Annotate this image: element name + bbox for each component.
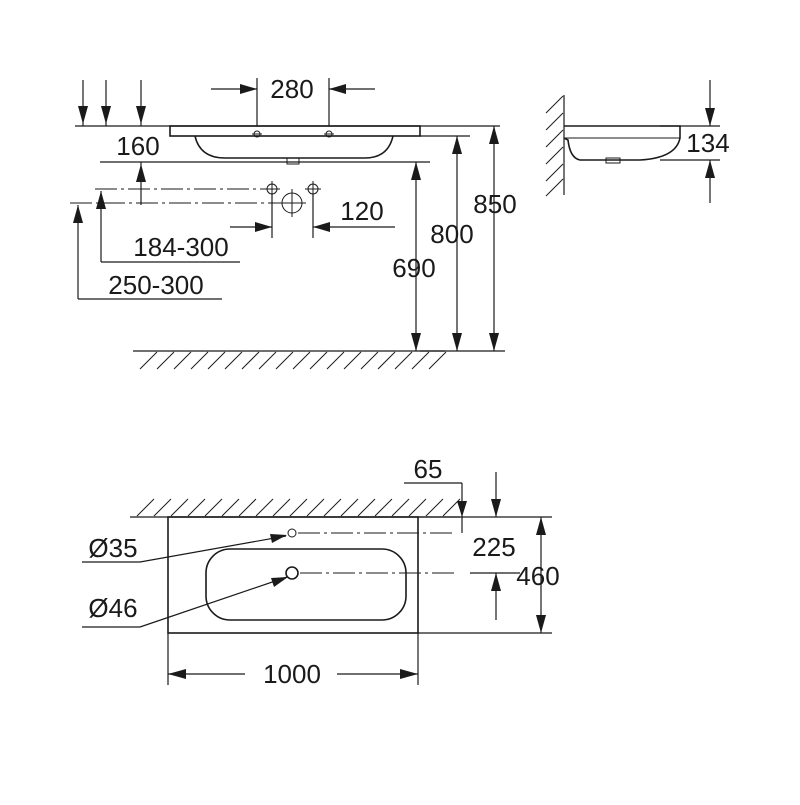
dim-280-arrow-right: [329, 84, 346, 94]
basin-slab: [169, 125, 421, 137]
dim-184-300-label: 184-300: [133, 232, 228, 262]
dim-460-label: 460: [516, 561, 559, 591]
dim-690-arrow-top: [411, 162, 421, 180]
floor-hatch: [139, 351, 447, 370]
dim-184-300-arrow: [96, 191, 106, 209]
basin-bowl: [194, 135, 394, 159]
front-view: 280 160 120 184-300: [70, 74, 517, 370]
dim-d46-leader: [139, 576, 288, 628]
dim-850-arrow-top: [489, 126, 499, 144]
dim-850-arrow-bottom: [489, 333, 499, 351]
ref-arrow-1: [78, 106, 88, 124]
dim-120-label: 120: [340, 196, 383, 226]
dim-120-arrow-left: [255, 222, 272, 232]
dim-800-arrow-top: [452, 136, 462, 154]
dim-1000-arrow-left: [168, 669, 186, 679]
dim-280-label: 280: [270, 74, 313, 104]
dim-d35-leader: [139, 535, 287, 563]
dim-134-arrow-bottom: [705, 160, 715, 178]
dim-800-arrow-bottom: [452, 333, 462, 351]
ref-arrow-3: [136, 106, 146, 124]
dim-225-label: 225: [472, 532, 515, 562]
dim-1000-label: 1000: [263, 659, 321, 689]
dim-850-label: 850: [473, 189, 516, 219]
drain-stub: [286, 157, 300, 165]
dim-800-label: 800: [430, 219, 473, 249]
dim-65-label: 65: [414, 454, 443, 484]
top-view: Ø35 Ø46 65 225 460 1000: [82, 454, 560, 689]
dim-250-300-label: 250-300: [108, 270, 203, 300]
dim-690-arrow-bottom: [411, 333, 421, 351]
top-waste-outlet: [285, 566, 299, 580]
dim-d46-label: Ø46: [88, 593, 137, 623]
dim-280-arrow-left: [240, 84, 257, 94]
dim-225-arrow-bottom: [491, 573, 501, 591]
dim-250-300-arrow: [73, 205, 83, 223]
top-basin-bowl: [205, 548, 407, 621]
dim-225-arrow-top: [491, 499, 501, 517]
dim-d35-arrow: [270, 534, 287, 543]
side-basin-profile: [563, 125, 681, 161]
top-basin-outline: [167, 516, 419, 634]
ref-arrow-2: [101, 106, 111, 124]
side-view: 134: [545, 80, 730, 203]
dim-160-label: 160: [116, 131, 159, 161]
dim-134-arrow-top: [705, 108, 715, 126]
dim-460-arrow-bottom: [536, 615, 546, 633]
dim-690-label: 690: [392, 253, 435, 283]
dim-d35-label: Ø35: [88, 533, 137, 563]
side-wall-hatch: [545, 95, 564, 197]
dim-160-arrow: [136, 164, 146, 182]
dim-1000-arrow-right: [400, 669, 418, 679]
side-drain-stub: [605, 157, 621, 164]
dim-134-label: 134: [686, 128, 729, 158]
dim-65-arrow: [457, 501, 467, 517]
dim-120-arrow-right: [313, 222, 330, 232]
dim-d46-arrow: [271, 577, 288, 587]
top-tap-hole: [287, 528, 297, 538]
dim-460-arrow-top: [536, 517, 546, 535]
top-wall-hatch: [136, 498, 461, 517]
